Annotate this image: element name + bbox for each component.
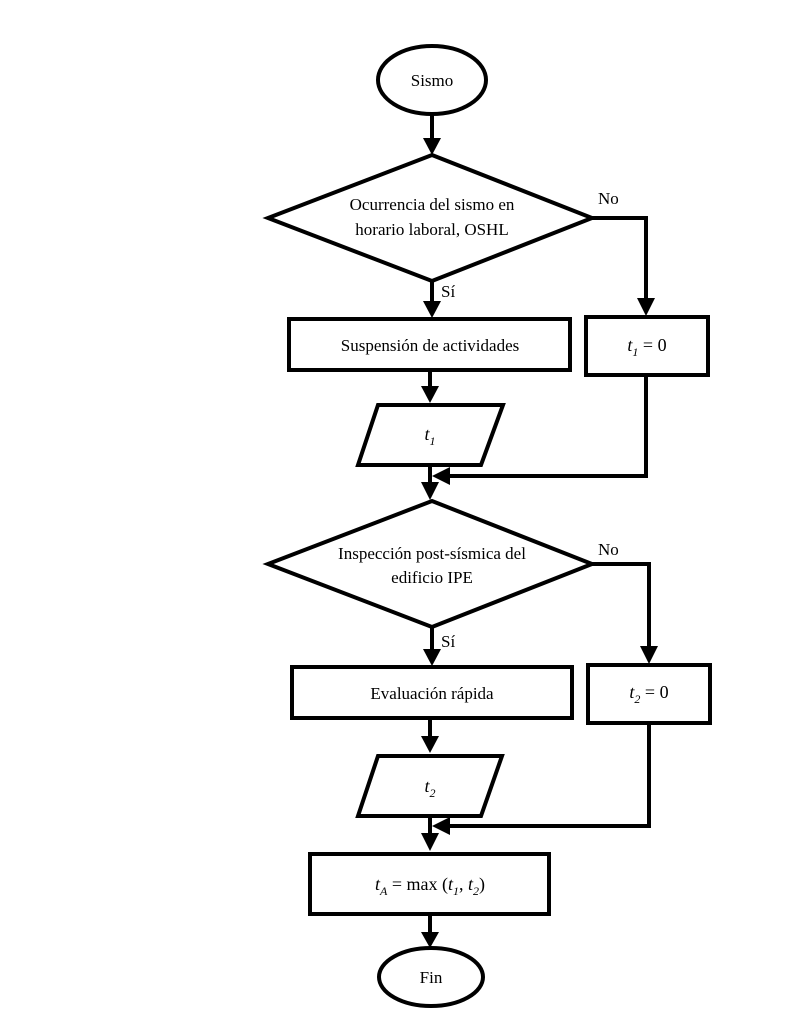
- arrowhead-suspension-t1: [421, 386, 439, 403]
- arrowhead-start-decision1: [423, 138, 441, 155]
- io-t1-var: t: [424, 424, 430, 444]
- t1-zero-sub: 1: [632, 345, 638, 359]
- arrowhead-merge2-left: [432, 817, 450, 835]
- t1-zero-text: t1 = 0: [627, 335, 666, 359]
- t2-zero-var: t: [629, 682, 635, 702]
- result-a-sub: 1: [453, 884, 459, 898]
- connector-t2zero-merge: [448, 723, 651, 828]
- io-t1: [355, 403, 506, 467]
- arrowhead-decision2-no: [640, 646, 658, 664]
- process-suspension: [287, 317, 572, 372]
- decision-oshl: [262, 152, 598, 284]
- arrowhead-merge1-down: [421, 482, 439, 500]
- connector-t1zero-merge: [448, 375, 648, 478]
- decision-ipe-line1: Inspección post-sísmica del: [338, 544, 526, 563]
- connector-decision1-no: [592, 216, 648, 300]
- arrowhead-evaluation-t2: [421, 736, 439, 753]
- io-t1-sub: 1: [430, 434, 436, 448]
- decision-ipe-no-label: No: [598, 540, 619, 559]
- result-comma: ,: [459, 874, 468, 894]
- connector-decision2-no: [592, 562, 651, 648]
- decision-ipe: [262, 498, 598, 630]
- arrowhead-result-end: [421, 932, 439, 948]
- t2-zero-sub: 2: [634, 692, 640, 706]
- start-label: Sismo: [411, 71, 454, 90]
- decision-oshl-yes-label: Sí: [441, 282, 455, 301]
- arrowhead-decision1-yes: [423, 301, 441, 318]
- result-eq: = max (: [387, 874, 448, 895]
- result-var: t: [375, 874, 381, 894]
- decision-oshl-line2: horario laboral, OSHL: [355, 220, 508, 239]
- decision-ipe-line2: edificio IPE: [391, 568, 473, 587]
- io-t2-var: t: [424, 776, 430, 796]
- decision-oshl-no-label: No: [598, 189, 619, 208]
- process-evaluation-label: Evaluación rápida: [370, 684, 494, 703]
- result-close: ): [479, 874, 485, 895]
- arrowhead-decision1-no: [637, 298, 655, 316]
- arrowhead-merge2-down: [421, 833, 439, 851]
- process-suspension-label: Suspensión de actividades: [341, 336, 519, 355]
- result-b-sub: 2: [473, 884, 479, 898]
- io-t2-sub: 2: [430, 786, 436, 800]
- process-t2-zero: [586, 663, 712, 725]
- io-t2: [355, 754, 505, 818]
- decision-oshl-line1: Ocurrencia del sismo en: [350, 195, 515, 214]
- decision-ipe-yes-label: Sí: [441, 632, 455, 651]
- end-label: Fin: [420, 968, 443, 987]
- io-t2-text: t2: [424, 776, 435, 800]
- end-terminal: [377, 946, 485, 1008]
- arrowhead-merge1-left: [432, 467, 450, 485]
- result-sub: A: [379, 884, 388, 898]
- t1-zero-rest: = 0: [638, 335, 666, 355]
- process-evaluation: [290, 665, 574, 720]
- result-a-var: t: [448, 874, 454, 894]
- result-b-var: t: [468, 874, 474, 894]
- result-text: tA = max (t1, t2): [375, 874, 485, 898]
- t2-zero-text: t2 = 0: [629, 682, 668, 706]
- t2-zero-rest: = 0: [640, 682, 668, 702]
- arrowhead-decision2-yes: [423, 649, 441, 666]
- io-t1-text: t1: [424, 424, 435, 448]
- t1-zero-var: t: [627, 335, 633, 355]
